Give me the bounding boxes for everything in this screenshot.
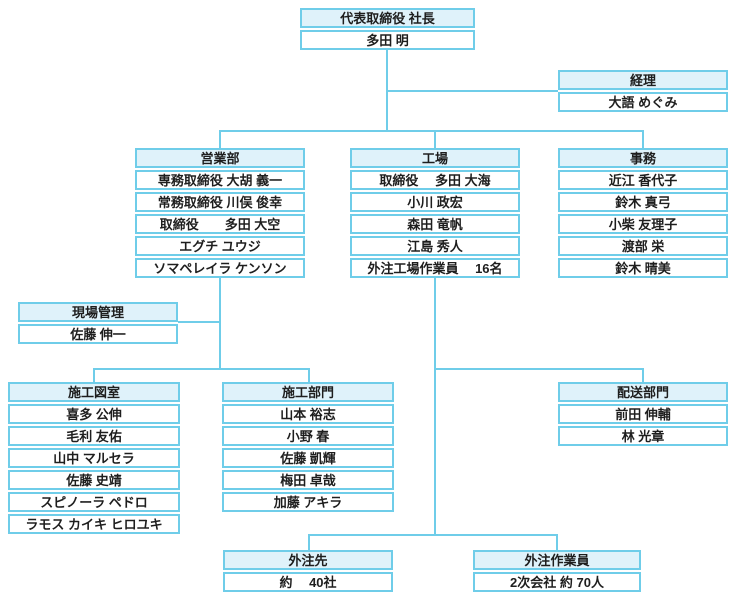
box-title: 配送部門 [558,382,728,402]
member-list: 喜多 公伸毛利 友佑山中 マルセラ佐藤 史靖スピノーラ ペドロラモス カイキ ヒ… [8,404,180,534]
member-list: 専務取締役 大胡 義一常務取締役 川俣 俊幸取締役 多田 大空エグチ ユウジソマ… [135,170,305,278]
org-box-subcontract-workers: 外注作業員 2次会社 約 70人 [473,550,641,592]
member-row: 梅田 卓哉 [222,470,394,490]
member-list: 大語 めぐみ [558,92,728,112]
member-row: 取締役 多田 大海 [350,170,520,190]
member-row: エグチ ユウジ [135,236,305,256]
member-row: 小川 政宏 [350,192,520,212]
box-title: 施工部門 [222,382,394,402]
member-row: 佐藤 史靖 [8,470,180,490]
member-row: 毛利 友佑 [8,426,180,446]
member-row: 常務取締役 川俣 俊幸 [135,192,305,212]
member-row: 山本 裕志 [222,404,394,424]
box-title: 外注作業員 [473,550,641,570]
org-box-site-management: 現場管理 佐藤 伸一 [18,302,178,344]
connector-line [642,130,644,148]
box-title: 現場管理 [18,302,178,322]
member-row: 山中 マルセラ [8,448,180,468]
member-list: 佐藤 伸一 [18,324,178,344]
connector-line [308,368,310,382]
member-row: 多田 明 [300,30,475,50]
member-list: 山本 裕志小野 春佐藤 凱輝梅田 卓哉加藤 アキラ [222,404,394,512]
box-title: 外注先 [223,550,393,570]
org-box-delivery: 配送部門 前田 伸輔林 光章 [558,382,728,446]
connector-line [219,130,221,148]
org-box-sales: 営業部 専務取締役 大胡 義一常務取締役 川俣 俊幸取締役 多田 大空エグチ ユ… [135,148,305,278]
member-row: ソマペレイラ ケンソン [135,258,305,278]
member-row: 鈴木 晴美 [558,258,728,278]
box-title: 工場 [350,148,520,168]
member-row: 江島 秀人 [350,236,520,256]
member-row: 渡部 栄 [558,236,728,256]
box-title: 営業部 [135,148,305,168]
connector-line [434,130,436,148]
connector-line [556,534,558,550]
member-list: 近江 香代子鈴木 真弓小柴 友理子渡部 栄鈴木 晴美 [558,170,728,278]
box-title: 事務 [558,148,728,168]
member-list: 2次会社 約 70人 [473,572,641,592]
member-row: 加藤 アキラ [222,492,394,512]
member-row: ラモス カイキ ヒロユキ [8,514,180,534]
member-row: 佐藤 凱輝 [222,448,394,468]
org-box-construction: 施工部門 山本 裕志小野 春佐藤 凱輝梅田 卓哉加藤 アキラ [222,382,394,512]
connector-line [178,321,221,323]
member-row: 大語 めぐみ [558,92,728,112]
org-box-subcontractors: 外注先 約 40社 [223,550,393,592]
member-row: 取締役 多田 大空 [135,214,305,234]
connector-line [219,130,644,132]
connector-line [308,534,558,536]
member-row: 前田 伸輔 [558,404,728,424]
org-box-office: 事務 近江 香代子鈴木 真弓小柴 友理子渡部 栄鈴木 晴美 [558,148,728,278]
org-box-accounting: 経理 大語 めぐみ [558,70,728,112]
org-box-president: 代表取締役 社長 多田 明 [300,8,475,50]
member-row: 林 光章 [558,426,728,446]
box-title: 施工図室 [8,382,180,402]
member-row: 佐藤 伸一 [18,324,178,344]
connector-line [93,368,95,382]
box-title: 経理 [558,70,728,90]
connector-line [642,368,644,382]
member-row: 外注工場作業員 16名 [350,258,520,278]
connector-line [308,534,310,550]
box-title: 代表取締役 社長 [300,8,475,28]
member-row: スピノーラ ペドロ [8,492,180,512]
connector-line [434,368,643,370]
member-row: 小野 春 [222,426,394,446]
connector-line [386,90,558,92]
member-list: 約 40社 [223,572,393,592]
org-box-drawing-office: 施工図室 喜多 公伸毛利 友佑山中 マルセラ佐藤 史靖スピノーラ ペドロラモス … [8,382,180,534]
member-row: 鈴木 真弓 [558,192,728,212]
member-row: 近江 香代子 [558,170,728,190]
member-row: 2次会社 約 70人 [473,572,641,592]
member-row: 専務取締役 大胡 義一 [135,170,305,190]
connector-line [93,368,310,370]
member-list: 多田 明 [300,30,475,50]
connector-line [434,278,436,536]
member-row: 喜多 公伸 [8,404,180,424]
member-list: 取締役 多田 大海小川 政宏森田 竜帆江島 秀人外注工場作業員 16名 [350,170,520,278]
member-list: 前田 伸輔林 光章 [558,404,728,446]
member-row: 森田 竜帆 [350,214,520,234]
org-box-factory: 工場 取締役 多田 大海小川 政宏森田 竜帆江島 秀人外注工場作業員 16名 [350,148,520,278]
member-row: 小柴 友理子 [558,214,728,234]
connector-line [219,278,221,370]
member-row: 約 40社 [223,572,393,592]
